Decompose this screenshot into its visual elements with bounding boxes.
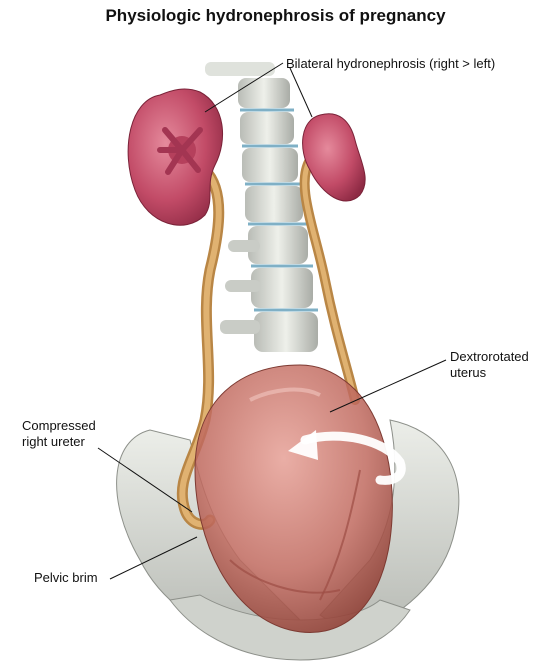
label-compressed-ureter: Compressed right ureter (22, 418, 96, 450)
dilated-renal-pelvis (157, 127, 203, 175)
label-ureter-line2: right ureter (22, 434, 85, 449)
right-kidney (127, 88, 224, 226)
diagram-title: Physiologic hydronephrosis of pregnancy (105, 6, 446, 25)
left-kidney (302, 113, 366, 202)
ureters (176, 155, 360, 530)
rotation-arrow (288, 430, 406, 485)
label-dextrorotated-uterus: Dextrorotated uterus (450, 349, 529, 381)
spine (205, 62, 318, 352)
leader-lines (97, 62, 447, 580)
label-uterus-line1: Dextrorotated (450, 349, 529, 364)
label-ureter-line1: Compressed (22, 418, 96, 433)
label-pelvic-brim: Pelvic brim (34, 570, 98, 585)
label-bilateral-hydronephrosis: Bilateral hydronephrosis (right > left) (286, 56, 496, 71)
label-uterus-line2: uterus (450, 365, 487, 380)
